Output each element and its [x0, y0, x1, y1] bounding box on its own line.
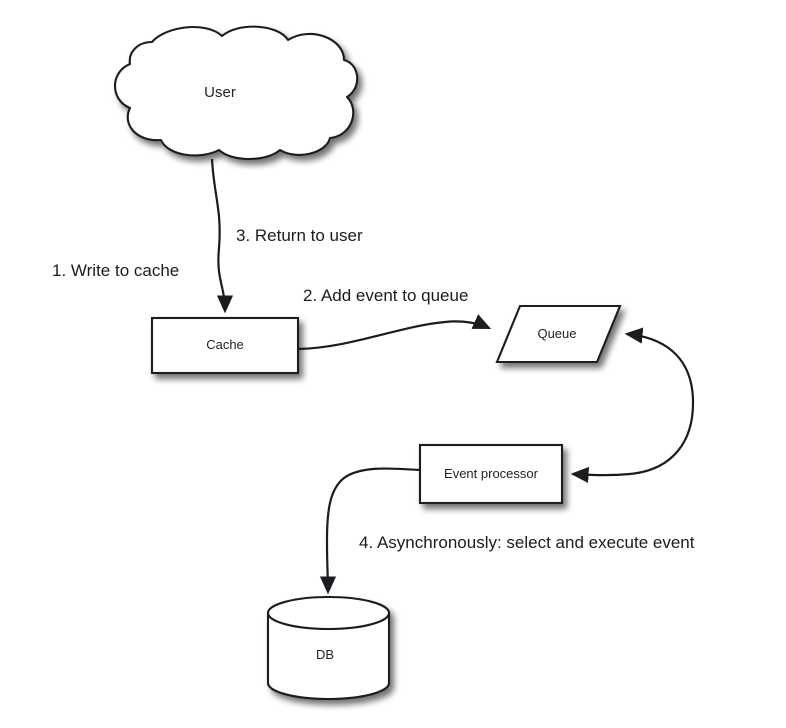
- node-user[interactable]: [114, 25, 359, 160]
- edge-event-processor-to-db: [319, 467, 421, 595]
- edge-user-to-cache: [210, 158, 234, 314]
- node-cache[interactable]: [150, 316, 300, 375]
- node-db[interactable]: [266, 595, 391, 701]
- edge-cache-to-queue: [297, 314, 492, 351]
- node-queue[interactable]: [495, 304, 622, 364]
- edge-queue-event-processor: [570, 327, 695, 484]
- node-event-processor[interactable]: [418, 443, 564, 505]
